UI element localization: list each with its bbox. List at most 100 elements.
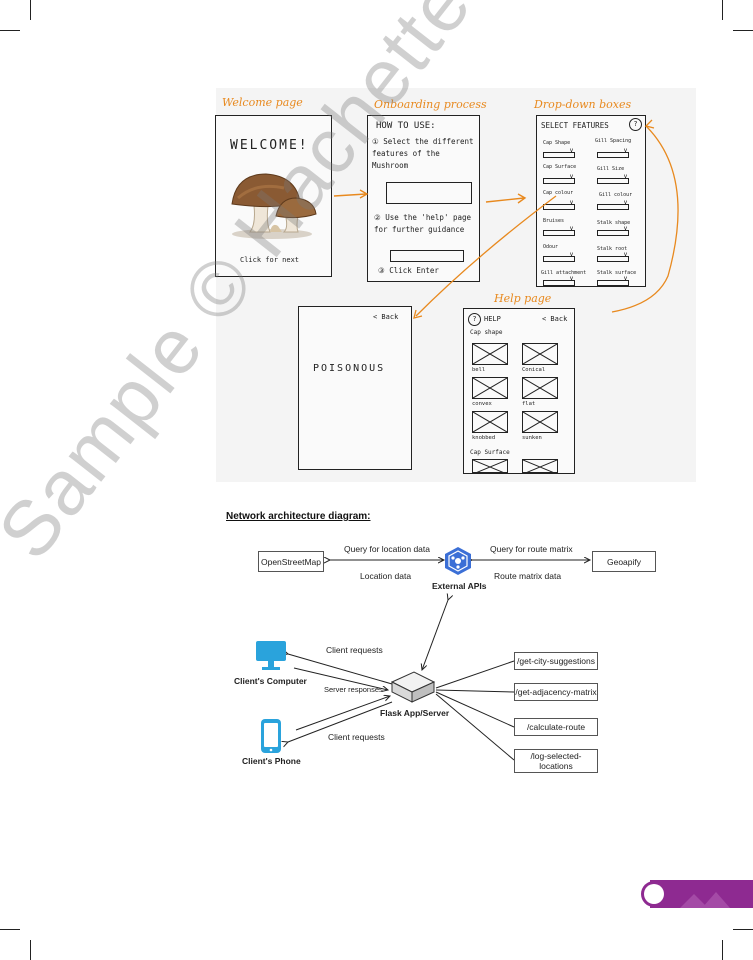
- features-frame: SELECT FEATURES ? Cap Shape Gill Spacing…: [536, 115, 646, 287]
- help-item-label: convex: [472, 401, 492, 407]
- placeholder-image: [472, 343, 508, 365]
- onboarding-step1: ① Select the different features of the M…: [372, 137, 474, 170]
- wireframe-sketch: Welcome page Onboarding process Drop-dow…: [215, 88, 696, 482]
- endpoint-box: /get-city-suggestions: [514, 652, 598, 670]
- feature-dropdown: [597, 276, 629, 286]
- crop-mark: [722, 940, 723, 960]
- help-section: Cap shape: [470, 329, 503, 336]
- phone-icon: [261, 719, 281, 753]
- feature-label: Stalk root: [597, 246, 628, 252]
- heading-dropdown: Drop-down boxes: [534, 98, 632, 111]
- welcome-title: WELCOME!: [230, 138, 309, 153]
- feature-dropdown: [597, 148, 629, 158]
- help-item-label: bell: [472, 367, 486, 373]
- feature-label: Bruises: [543, 218, 565, 224]
- onboarding-step2: ② Use the 'help' page for further guidan…: [374, 213, 472, 234]
- help-section: Cap Surface: [470, 449, 510, 456]
- external-apis-label: External APIs: [432, 581, 487, 591]
- feature-label: Gill colour: [599, 192, 633, 198]
- page-badge: [641, 880, 753, 908]
- feature-label: Stalk surface: [597, 270, 637, 276]
- edge-label: Client requests: [326, 645, 383, 655]
- arrow-onboarding-to-features: [485, 193, 527, 204]
- edge-label: Location data: [360, 571, 412, 581]
- feature-label: Cap Surface: [543, 164, 577, 170]
- api-hexagon-icon: [445, 547, 471, 575]
- feature-label: Odour: [543, 244, 559, 250]
- feature-dropdown: [543, 200, 575, 210]
- onboarding-title: HOW TO USE:: [376, 121, 436, 131]
- flow-arrows: [413, 119, 679, 319]
- onboarding-frame: HOW TO USE: ① Select the different featu…: [367, 115, 480, 282]
- feature-dropdown: [543, 174, 575, 184]
- feature-label: Gill Size: [597, 166, 625, 172]
- crop-mark: [30, 0, 31, 20]
- arrow-welcome-to-onboarding: [333, 189, 369, 199]
- feature-dropdown: [543, 276, 575, 286]
- endpoint-box: /calculate-route: [514, 718, 598, 736]
- onboarding-input: [390, 250, 464, 262]
- client-computer-label: Client's Computer: [234, 676, 307, 686]
- placeholder-image: [522, 411, 558, 433]
- placeholder-image: [472, 411, 508, 433]
- help-title: HELP: [484, 315, 501, 323]
- computer-icon: [256, 641, 286, 670]
- help-icon: ?: [629, 118, 642, 131]
- welcome-frame: WELCOME! Click for next: [215, 115, 332, 277]
- feature-label: Cap Shape: [543, 140, 571, 146]
- result-frame: < Back POISONOUS: [298, 306, 412, 470]
- help-item-label: flat: [522, 401, 536, 407]
- endpoint-box: /log-selected-locations: [514, 749, 598, 773]
- feature-dropdown: [543, 226, 575, 236]
- feature-label: Gill attachment: [541, 270, 587, 276]
- server-icon: [390, 671, 436, 703]
- feature-dropdown: [543, 252, 575, 262]
- feature-label: Cap colour: [543, 190, 574, 196]
- edge-label: Server responses: [324, 685, 383, 694]
- help-item-label: sunken: [522, 435, 542, 441]
- placeholder-image: [472, 377, 508, 399]
- feature-dropdown: [543, 148, 575, 158]
- help-icon: ?: [468, 313, 481, 326]
- node-openstreetmap: OpenStreetMap: [258, 551, 324, 572]
- heading-welcome: Welcome page: [222, 96, 303, 109]
- result-label: POISONOUS: [313, 363, 386, 374]
- welcome-footer: Click for next: [240, 256, 300, 264]
- back-link: < Back: [542, 315, 568, 323]
- edge-label: Client requests: [328, 732, 385, 742]
- feature-dropdown: [597, 252, 629, 262]
- feature-label: Gill Spacing: [595, 138, 632, 144]
- onboarding-step3: ③ Click Enter: [378, 266, 439, 275]
- help-item-label: Conical: [522, 367, 546, 373]
- feature-dropdown: [597, 226, 629, 236]
- help-item-label: knobbed: [472, 435, 496, 441]
- node-geoapify: Geoapify: [592, 551, 656, 572]
- back-link: < Back: [373, 313, 399, 321]
- feature-dropdown: [597, 200, 629, 210]
- edge-label: Query for location data: [344, 544, 430, 554]
- client-phone-label: Client's Phone: [242, 756, 301, 766]
- features-title: SELECT FEATURES: [541, 121, 609, 130]
- crop-mark: [733, 30, 753, 31]
- endpoint-box: /get-adjacency-matrix: [514, 683, 598, 701]
- heading-onboarding: Onboarding process: [374, 98, 487, 111]
- feature-label: Stalk shape: [597, 220, 631, 226]
- placeholder-image: [522, 459, 558, 474]
- edge-label: Route matrix data: [494, 571, 562, 581]
- crop-mark: [0, 929, 20, 930]
- crop-mark: [0, 30, 20, 31]
- onboarding-box: [386, 182, 472, 204]
- crop-mark: [733, 929, 753, 930]
- flask-server-label: Flask App/Server: [380, 708, 450, 718]
- crop-mark: [722, 0, 723, 20]
- placeholder-image: [522, 377, 558, 399]
- placeholder-image: [472, 459, 508, 474]
- feature-dropdown: [597, 174, 629, 184]
- crop-mark: [30, 940, 31, 960]
- diagram-title: Network architecture diagram:: [226, 511, 371, 522]
- edge-label: Query for route matrix: [490, 544, 573, 554]
- mushroom-image: [231, 173, 317, 239]
- heading-help: Help page: [494, 292, 552, 305]
- placeholder-image: [522, 343, 558, 365]
